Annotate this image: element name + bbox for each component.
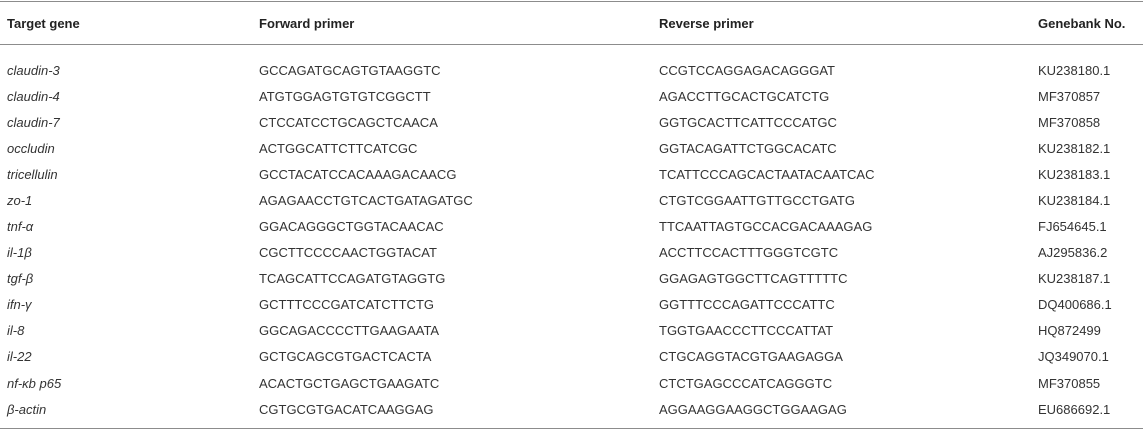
genebank-cell: EU686692.1 [1038, 396, 1143, 430]
header-reverse-primer: Reverse primer [652, 1, 1038, 45]
genebank-cell: JQ349070.1 [1038, 349, 1109, 365]
table-row: occludin ACTGGCATTCTTCATCGC GGTACAGATTCTGG… [0, 135, 1143, 161]
forward-primer-cell: ACACTGCTGAGCTGAAGATC [259, 375, 440, 391]
forward-primer-cell: GCCAGATGCAGTGTAAGGTC [259, 62, 441, 78]
gene-cell: zo-1 [7, 192, 33, 208]
header-target-gene: Target gene [0, 1, 252, 45]
genebank-cell: KU238187.1 [1038, 271, 1111, 287]
table-row: claudin-3 GCCAGATGCAGTGTAAGGTC CCGTCCAGGAG… [0, 45, 1143, 84]
reverse-primer-cell: CCGTCCAGGAGACAGGGAT [659, 62, 835, 78]
genebank-cell: MF370855 [1038, 375, 1101, 391]
forward-primer-cell: GGACAGGGCTGGTACAACAC [259, 219, 444, 235]
reverse-primer-cell: CTGCAGGTACGTGAAGAGGA [659, 349, 843, 365]
forward-primer-cell: TCAGCATTCCAGATGTAGGTG [259, 271, 446, 287]
forward-primer-cell: ACTGGCATTCTTCATCGC [259, 140, 418, 156]
header-forward-primer: Forward primer [252, 1, 652, 45]
gene-cell: tgf-β [7, 271, 34, 287]
table-row: il-1β CGCTTCCCCAACTGGTACAT ACCTTCCACTTTGGG… [0, 240, 1143, 266]
forward-primer-cell: CGTGCGTGACATCAAGGAG [252, 396, 652, 430]
forward-primer-cell: GCTTTCCCGATCATCTTCTG [259, 297, 434, 313]
table-row: ifn-γ GCTTTCCCGATCATCTTCTG GGTTTCCCAGATTCC… [0, 292, 1143, 318]
reverse-primer-cell: GGTACAGATTCTGGCACATC [659, 140, 837, 156]
reverse-primer-cell: GGTGCACTTCATTCCCATGC [659, 114, 837, 130]
genebank-cell: FJ654645.1 [1038, 219, 1107, 235]
gene-cell: il-8 [7, 323, 25, 339]
gene-cell: nf-κb p65 [7, 375, 62, 391]
table-row: tgf-β TCAGCATTCCAGATGTAGGTG GGAGAGTGGCTTCA… [0, 266, 1143, 292]
reverse-primer-cell: ACCTTCCACTTTGGGTCGTC [659, 245, 839, 261]
table-row: claudin-4 ATGTGGAGTGTGTCGGCTT AGACCTTGCACT… [0, 83, 1143, 109]
reverse-primer-cell: GGAGAGTGGCTTCAGTTTTTC [659, 271, 848, 287]
reverse-primer-cell: TCATTCCCAGCACTAATACAATCAC [659, 166, 875, 182]
table-row: claudin-7 CTCCATCCTGCAGCTCAACA GGTGCACTTCA… [0, 109, 1143, 135]
gene-cell: occludin [7, 140, 55, 156]
gene-cell: β-actin [0, 396, 252, 430]
genebank-cell: KU238180.1 [1038, 62, 1111, 78]
gene-cell: il-22 [7, 349, 32, 365]
table-row: tnf-α GGACAGGGCTGGTACAACAC TTCAATTAGTGCCAC… [0, 213, 1143, 239]
gene-cell: il-1β [7, 245, 32, 261]
forward-primer-cell: ATGTGGAGTGTGTCGGCTT [259, 88, 431, 104]
table-row: tricellulin GCCTACATCCACAAAGACAACG TCATTCC… [0, 161, 1143, 187]
reverse-primer-cell: CTCTGAGCCCATCAGGGTC [659, 375, 833, 391]
table-row: il-22 GCTGCAGCGTGACTCACTA CTGCAGGTACGTGAAG… [0, 344, 1143, 370]
gene-cell: claudin-4 [7, 88, 60, 104]
forward-primer-cell: GGCAGACCCCTTGAAGAATA [259, 323, 440, 339]
genebank-cell: MF370858 [1038, 114, 1101, 130]
table-row: il-8 GGCAGACCCCTTGAAGAATA TGGTGAACCCTTCCCA… [0, 318, 1143, 344]
genebank-cell: KU238183.1 [1038, 166, 1111, 182]
table-body: claudin-3 GCCAGATGCAGTGTAAGGTC CCGTCCAGGAG… [0, 45, 1143, 430]
forward-primer-cell: GCTGCAGCGTGACTCACTA [259, 349, 432, 365]
table-row: zo-1 AGAGAACCTGTCACTGATAGATGC CTGTCGGAATTG… [0, 187, 1143, 213]
reverse-primer-cell: TGGTGAACCCTTCCCATTAT [659, 323, 834, 339]
gene-cell: ifn-γ [7, 297, 32, 313]
forward-primer-cell: GCCTACATCCACAAAGACAACG [259, 166, 457, 182]
gene-cell: claudin-7 [7, 114, 60, 130]
reverse-primer-cell: TTCAATTAGTGCCACGACAAAGAG [659, 219, 873, 235]
forward-primer-cell: CGCTTCCCCAACTGGTACAT [259, 245, 437, 261]
gene-cell: tnf-α [7, 219, 34, 235]
reverse-primer-cell: CTGTCGGAATTGTTGCCTGATG [659, 192, 855, 208]
reverse-primer-cell: GGTTTCCCAGATTCCCATTC [659, 297, 835, 313]
table-row: nf-κb p65 ACACTGCTGAGCTGAAGATC CTCTGAGCCCA… [0, 370, 1143, 396]
genebank-cell: HQ872499 [1038, 323, 1101, 339]
gene-cell: claudin-3 [7, 62, 60, 78]
header-genebank-no: Genebank No. [1038, 1, 1143, 45]
table-header-row: Target gene Forward primer Reverse prime… [0, 1, 1143, 45]
genebank-cell: DQ400686.1 [1038, 297, 1112, 313]
genebank-cell: AJ295836.2 [1038, 245, 1108, 261]
forward-primer-cell: AGAGAACCTGTCACTGATAGATGC [259, 192, 473, 208]
genebank-cell: KU238184.1 [1038, 192, 1111, 208]
reverse-primer-cell: AGACCTTGCACTGCATCTG [659, 88, 830, 104]
genebank-cell: KU238182.1 [1038, 140, 1111, 156]
forward-primer-cell: CTCCATCCTGCAGCTCAACA [259, 114, 438, 130]
genebank-cell: MF370857 [1038, 88, 1101, 104]
gene-cell: tricellulin [7, 166, 58, 182]
reverse-primer-cell: AGGAAGGAAGGCTGGAAGAG [652, 396, 1038, 430]
